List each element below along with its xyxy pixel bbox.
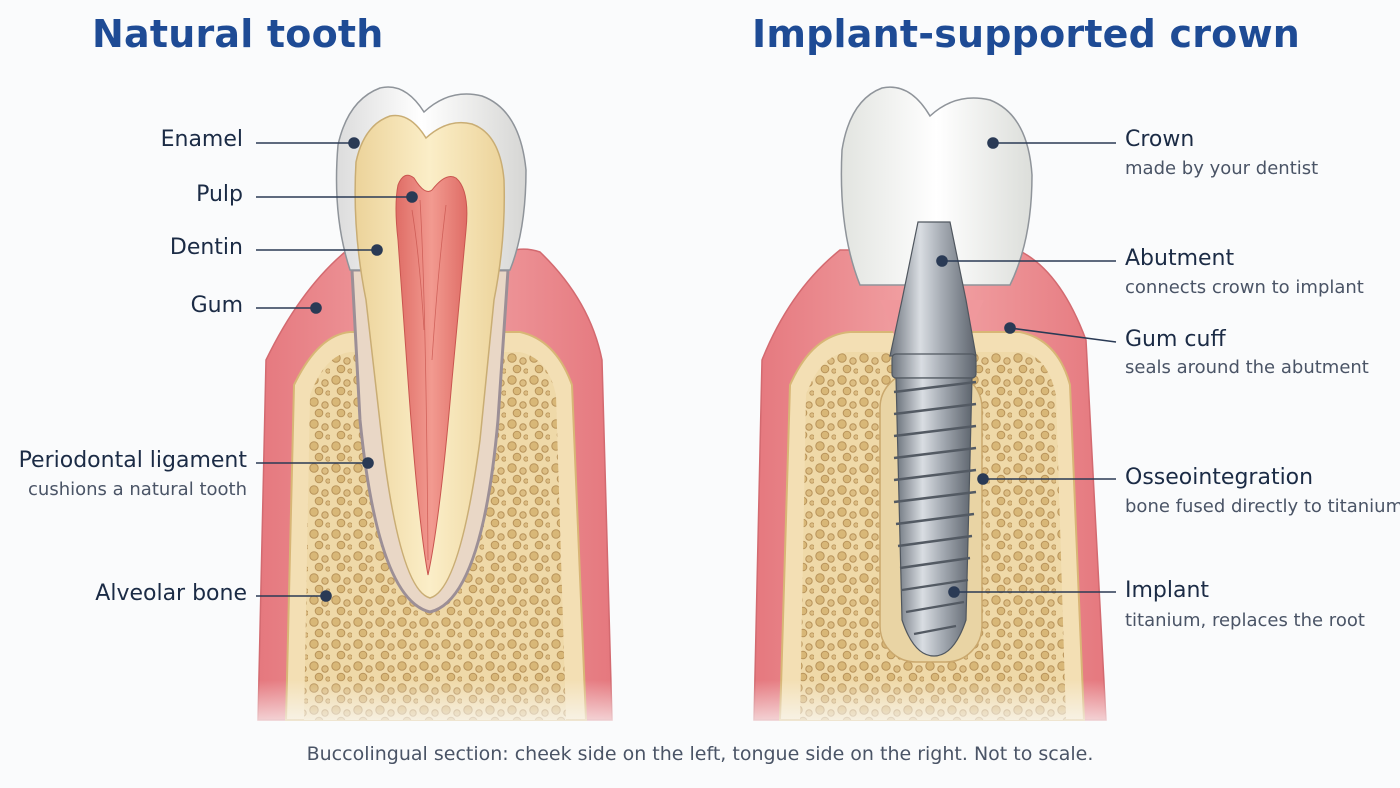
- sublabel-osseointegration: bone fused directly to titanium: [1125, 496, 1400, 517]
- label-abutment: Abutment: [1125, 246, 1235, 271]
- sublabel-periodontal-ligament: cushions a natural tooth: [28, 479, 247, 500]
- label-pulp: Pulp: [196, 182, 243, 207]
- sublabel-crown: made by your dentist: [1125, 158, 1319, 179]
- implant-threads: [895, 377, 973, 657]
- sublabel-abutment: connects crown to implant: [1125, 277, 1364, 298]
- label-gum-cuff: Gum cuff: [1125, 327, 1226, 352]
- label-implant: Implant: [1125, 578, 1210, 603]
- right-leaders: [936, 137, 1117, 598]
- label-dentin: Dentin: [169, 235, 243, 260]
- label-gum: Gum: [190, 293, 243, 318]
- pulp: [395, 174, 468, 576]
- label-crown: Crown: [1125, 127, 1195, 152]
- sublabel-gum-cuff: seals around the abutment: [1125, 357, 1369, 378]
- implant-section: [740, 86, 1140, 740]
- label-alveolar-bone: Alveolar bone: [95, 581, 247, 606]
- sublabel-implant: titanium, replaces the root: [1125, 610, 1365, 631]
- natural-tooth-section: [240, 86, 640, 740]
- natural-tooth-title: Natural tooth: [92, 12, 384, 56]
- comparison-illustration: [240, 86, 1140, 740]
- left-leaders: [256, 137, 418, 602]
- figure-caption: Buccolingual section: cheek side on the …: [306, 743, 1094, 765]
- label-osseointegration: Osseointegration: [1125, 465, 1314, 490]
- label-enamel: Enamel: [160, 127, 243, 152]
- implant-crown-title: Implant-supported crown: [752, 12, 1301, 56]
- crown: [840, 86, 1033, 286]
- label-periodontal-ligament: Periodontal ligament: [18, 448, 247, 473]
